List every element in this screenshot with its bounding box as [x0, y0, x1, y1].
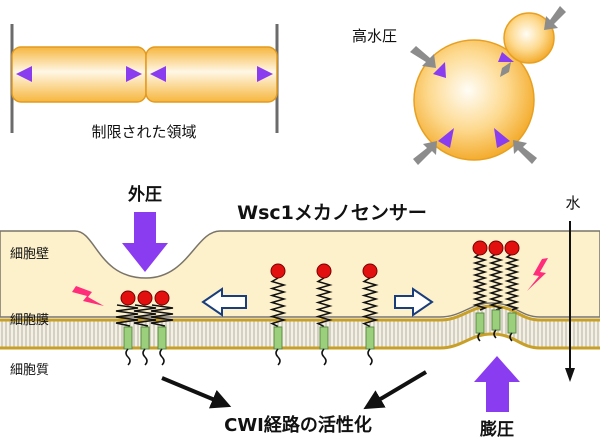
sensor-head	[154, 290, 170, 306]
sensor-head	[472, 240, 488, 256]
resting-sensors	[269, 263, 379, 366]
pressure-arrow-icon	[257, 66, 273, 82]
external-arrow-icon	[513, 140, 537, 164]
sensor-tail	[275, 348, 281, 366]
high-turgor-label: 高水圧	[352, 27, 397, 45]
turgor-pressure-label: 膨圧	[480, 419, 514, 440]
sensor-transmembrane	[273, 326, 283, 350]
rod-cell-left	[11, 46, 147, 103]
sensor-head	[488, 240, 504, 256]
water-arrowhead-icon	[565, 368, 575, 382]
budding-cell-panel: 高水圧	[352, 6, 566, 165]
pressure-arrow-icon	[126, 66, 142, 82]
sensor-spring	[133, 304, 157, 327]
sensor-spring	[115, 304, 139, 327]
sensor-head	[362, 263, 378, 279]
sensor-tail	[477, 332, 481, 342]
external-arrow-icon	[413, 141, 437, 165]
sensor-tail	[159, 348, 165, 366]
external-arrow-icon	[544, 6, 566, 30]
external-pressure-label: 外圧	[128, 184, 162, 205]
turgor-pressure-arrow-icon	[474, 356, 520, 412]
sensor-head	[270, 263, 286, 279]
signal-arrow-icon	[161, 376, 232, 409]
sensor-spring	[315, 277, 333, 328]
direction-arrow-right-icon	[394, 287, 434, 317]
sensor-transmembrane	[507, 312, 517, 334]
external-arrow-icon	[410, 46, 436, 68]
confined-region-label: 制限された領域	[91, 123, 196, 141]
sensor-transmembrane	[491, 309, 501, 331]
sensor-spring	[361, 277, 379, 328]
pressure-arrow-icon	[16, 66, 32, 82]
sensor-spring	[488, 253, 504, 311]
sensor-head	[316, 263, 332, 279]
sensor-transmembrane	[319, 326, 329, 350]
signal-bolt-icon	[72, 286, 104, 306]
sensor-head	[120, 290, 136, 306]
turgor-arrow-icon	[494, 128, 510, 148]
sensor-spring	[504, 253, 520, 311]
turgor-arrow-icon	[498, 52, 514, 62]
external-arrow-icon	[500, 62, 511, 77]
sensor-tail	[493, 329, 497, 339]
stretched-sensors	[472, 240, 520, 342]
signal-arrow-icon	[363, 370, 428, 410]
bud-cell	[503, 12, 555, 64]
sensor-transmembrane	[123, 326, 133, 350]
sensor-head	[504, 240, 520, 256]
membrane-inner-edge	[0, 332, 600, 350]
cell-wall-label: 細胞壁	[10, 247, 49, 262]
cell-surface-panel: 細胞壁 細胞膜 細胞質 Wsc1メカノセンサー 外圧 水	[0, 184, 600, 440]
turgor-arrow-icon	[438, 128, 454, 148]
sensor-transmembrane	[365, 326, 375, 350]
sensor-spring	[150, 304, 174, 327]
plasma-membrane	[0, 306, 600, 348]
sensor-tail	[367, 348, 373, 366]
sensor-tail	[509, 332, 513, 342]
direction-arrow-left-icon	[201, 287, 247, 317]
water-label: 水	[565, 194, 580, 212]
sensor-spring	[472, 253, 488, 311]
cwi-activation-label: CWI経路の活性化	[224, 414, 372, 436]
sensor-spring	[269, 277, 287, 328]
sensor-tail	[142, 348, 148, 366]
membrane-label: 細胞膜	[10, 313, 49, 328]
sensor-transmembrane	[157, 326, 167, 350]
sensor-title: Wsc1メカノセンサー	[237, 202, 427, 224]
pressure-arrow-icon	[150, 66, 166, 82]
compressed-sensors	[115, 290, 174, 366]
external-pressure-arrow-icon	[122, 212, 168, 272]
sensor-transmembrane	[475, 312, 485, 334]
sensor-tail	[321, 348, 327, 366]
sensor-transmembrane	[140, 326, 150, 350]
sensor-head	[137, 290, 153, 306]
confined-region-panel: 制限された領域	[10, 24, 279, 141]
sensor-tail	[125, 348, 131, 366]
turgor-arrow-icon	[433, 62, 446, 78]
cytoplasm-label: 細胞質	[10, 363, 49, 378]
signal-bolt-icon	[527, 258, 548, 291]
rod-cell-right	[145, 46, 278, 103]
